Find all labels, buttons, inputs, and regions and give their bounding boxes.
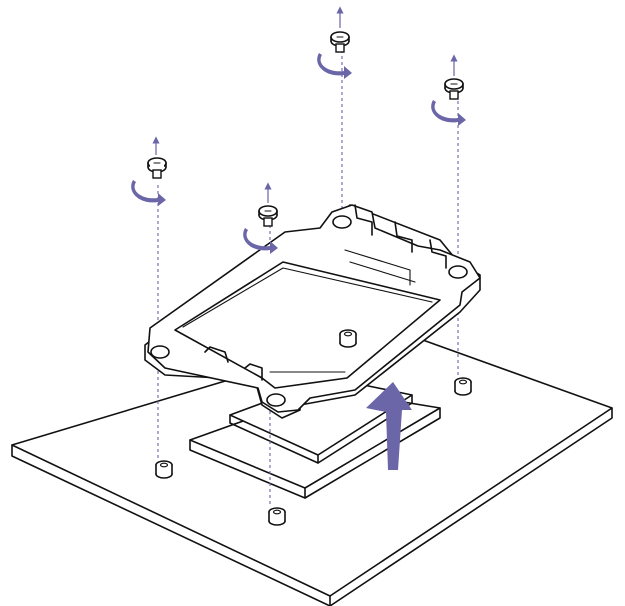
standoff-icon (268, 507, 286, 526)
rotate-arrows (131, 53, 466, 254)
standoff-icon (155, 460, 173, 479)
up-arrows (152, 6, 458, 203)
counterclockwise-rotate-icon (317, 53, 352, 79)
screws (147, 31, 464, 227)
screw-icon (330, 31, 350, 53)
screw-icon (147, 157, 167, 179)
standoff-icon (339, 329, 357, 348)
standoffs (155, 329, 472, 526)
counterclockwise-rotate-icon (243, 228, 278, 254)
standoff-icon (454, 377, 472, 396)
screw-icon (258, 205, 278, 227)
counterclockwise-rotate-icon (131, 180, 166, 206)
retention-bracket (144, 204, 481, 419)
screw-icon (444, 78, 464, 100)
counterclockwise-rotate-icon (431, 100, 466, 126)
lift-arrow-icon (366, 382, 412, 470)
